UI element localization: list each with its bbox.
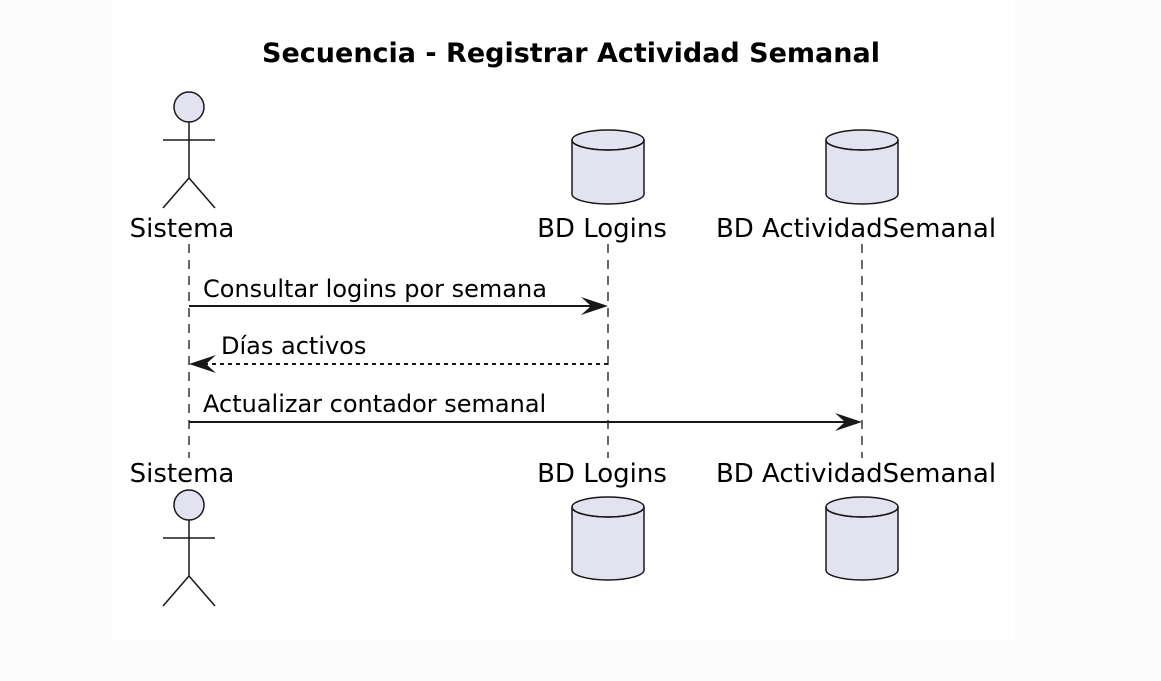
database-icon-bd-logins-top <box>571 129 645 205</box>
message-label-3: Actualizar contador semanal <box>203 390 546 418</box>
message-label-2: Días activos <box>221 332 366 360</box>
actor-icon-sistema-top <box>162 91 216 209</box>
database-icon-bd-actividad-top <box>825 129 899 205</box>
participant-label-bd-actividad-bottom: BD ActividadSemanal <box>716 459 996 489</box>
participant-label-sistema-top: Sistema <box>130 214 235 244</box>
database-icon-bd-logins-bottom <box>571 496 645 581</box>
database-icon-bd-actividad-bottom <box>825 496 899 581</box>
arrowhead-1 <box>581 297 608 315</box>
message-label-1: Consultar logins por semana <box>203 275 547 303</box>
participant-label-bd-actividad-top: BD ActividadSemanal <box>716 214 996 244</box>
participant-label-sistema-bottom: Sistema <box>130 459 235 489</box>
arrowhead-2 <box>189 355 216 373</box>
actor-icon-sistema-bottom <box>162 489 216 607</box>
diagram-title: Secuencia - Registrar Actividad Semanal <box>262 38 880 69</box>
arrowhead-3 <box>835 413 862 431</box>
participant-label-bd-logins-bottom: BD Logins <box>537 459 667 489</box>
participant-label-bd-logins-top: BD Logins <box>537 214 667 244</box>
